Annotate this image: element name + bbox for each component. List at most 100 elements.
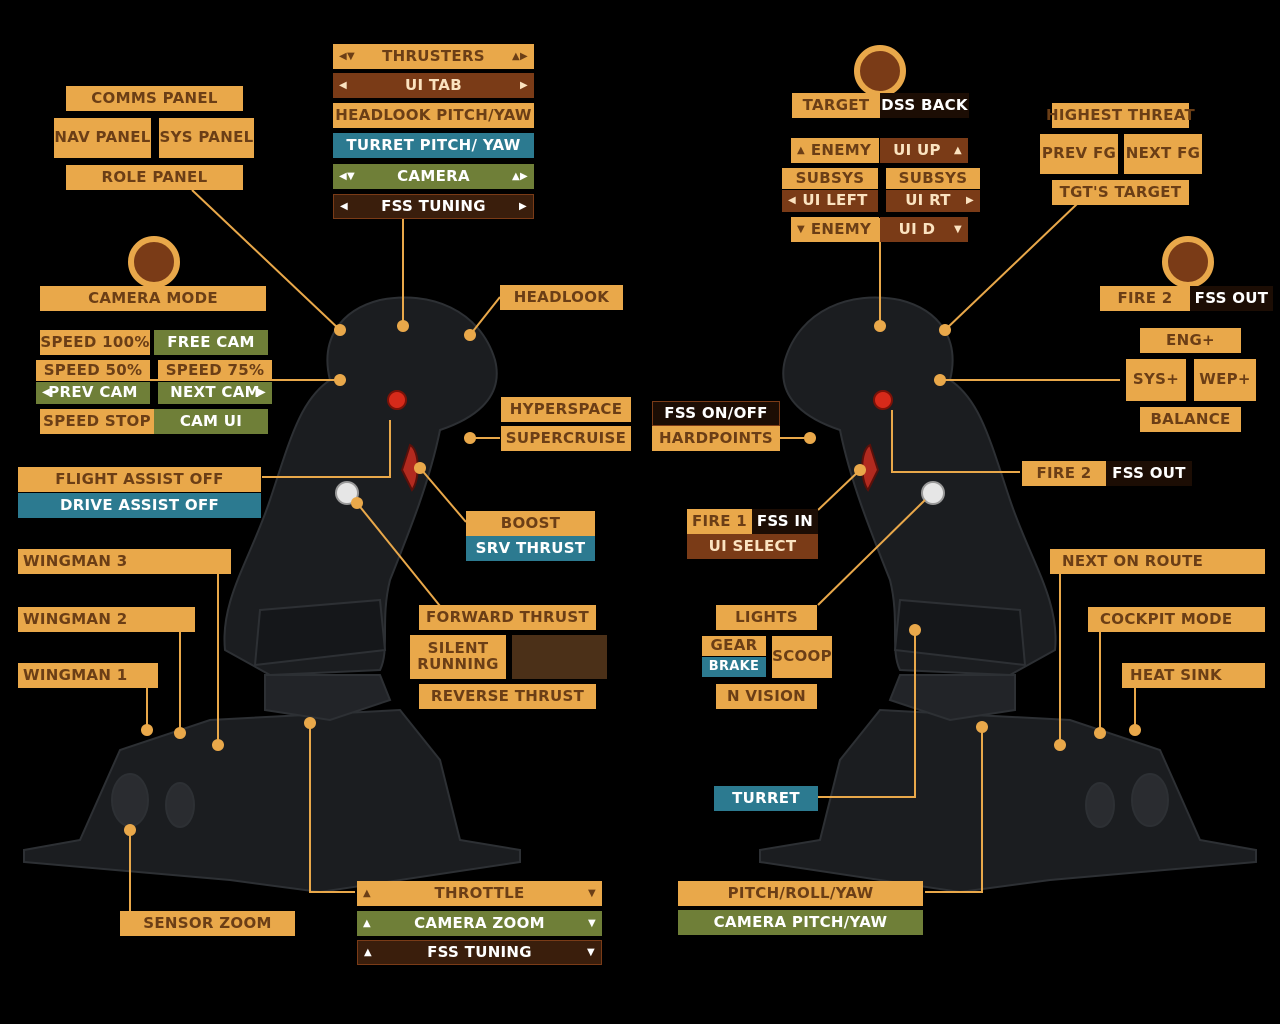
scoop-label: SCOOP xyxy=(772,636,832,678)
wingman-3-label: WINGMAN 3 xyxy=(18,549,231,574)
headlook-pitch-yaw-label: HEADLOOK PITCH/YAW xyxy=(333,103,534,128)
arrows-icon: ◀▼ xyxy=(339,50,355,62)
sys-panel-label: SYS PANEL xyxy=(159,118,254,158)
nav-panel-label: NAV PANEL xyxy=(54,118,151,158)
n-vision-label: N VISION xyxy=(716,684,817,709)
brake-label: BRAKE xyxy=(702,657,766,677)
target-label: TARGET xyxy=(792,93,880,118)
camera-text: CAMERA xyxy=(397,166,470,185)
headlook-label: HEADLOOK xyxy=(500,285,623,310)
srv-thrust-label: SRV THRUST xyxy=(466,536,595,561)
up-arrow-icon: ▲ xyxy=(363,917,371,929)
camera-label: ◀▼ CAMERA ▲▶ xyxy=(333,164,534,189)
gear-label: GEAR xyxy=(702,636,766,656)
sensor-zoom-label: SENSOR ZOOM xyxy=(120,911,295,936)
up-arrow-icon: ▲ xyxy=(954,144,962,156)
thrusters-label: ◀▼ THRUSTERS ▲▶ xyxy=(333,44,534,69)
subsys-left-label: SUBSYS xyxy=(782,168,878,189)
comms-panel-label: COMMS PANEL xyxy=(66,86,243,111)
ui-left-text: UI LEFT xyxy=(802,191,868,210)
supercruise-label: SUPERCRUISE xyxy=(501,426,631,451)
ui-rt-text: UI RT xyxy=(905,191,951,210)
enemy-down-label: ▼ ENEMY xyxy=(791,217,879,242)
hat-ring-left xyxy=(128,236,180,288)
camera-zoom-text: CAMERA ZOOM xyxy=(414,913,545,932)
balance-label: BALANCE xyxy=(1140,407,1241,432)
eng-plus-label: ENG+ xyxy=(1140,328,1241,353)
next-fg-label: NEXT FG xyxy=(1124,134,1202,174)
wingman-1-label: WINGMAN 1 xyxy=(18,663,158,688)
ui-d-label: UI D ▼ xyxy=(880,217,968,242)
fire1-label: FIRE 1 xyxy=(687,509,752,534)
right-arrow-icon: ▶ xyxy=(520,79,528,91)
up-arrow-icon: ▲ xyxy=(797,144,805,156)
right-arrow-icon: ▶ xyxy=(258,387,266,398)
ui-d-text: UI D xyxy=(898,219,936,238)
arrows-icon: ◀▼ xyxy=(339,170,355,182)
down-arrow-icon: ▼ xyxy=(588,917,596,929)
down-arrow-icon: ▼ xyxy=(797,223,805,235)
down-arrow-icon: ▼ xyxy=(587,946,595,958)
wire-lights xyxy=(817,499,926,606)
cam-ui-label: CAM UI xyxy=(154,409,268,434)
wingman-2-label: WINGMAN 2 xyxy=(18,607,195,632)
ui-left-label: ◀ UI LEFT xyxy=(782,190,878,212)
ui-select-label: UI SELECT xyxy=(687,534,818,559)
fss-in-label: FSS IN xyxy=(752,509,818,534)
next-cam-label: NEXT CAM ▶ xyxy=(158,382,272,404)
left-arrow-icon: ◀ xyxy=(340,200,348,212)
down-arrow-icon: ▼ xyxy=(954,223,962,235)
cockpit-mode-label: COCKPIT MODE xyxy=(1088,607,1265,632)
ui-up-label: UI UP ▲ xyxy=(880,138,968,163)
up-arrow-icon: ▲ xyxy=(363,887,371,899)
wire-flight-assist xyxy=(262,420,391,478)
hardpoints-label: HARDPOINTS xyxy=(652,426,780,451)
wep-plus-label: WEP+ xyxy=(1194,359,1256,401)
fss-tuning-text: FSS TUNING xyxy=(381,196,486,215)
ui-rt-label: UI RT ▶ xyxy=(886,190,980,212)
pitch-roll-yaw-label: PITCH/ROLL/YAW xyxy=(678,881,923,906)
fss-tuning-text: FSS TUNING xyxy=(427,942,532,961)
wire-fire2-mid xyxy=(891,410,1020,473)
left-arrow-icon: ◀ xyxy=(42,387,50,398)
up-arrow-icon: ▲ xyxy=(364,946,372,958)
ui-up-text: UI UP xyxy=(893,140,941,159)
right-stick-body xyxy=(759,296,1257,894)
flight-assist-off-label: FLIGHT ASSIST OFF xyxy=(18,467,261,492)
forward-thrust-label: FORWARD THRUST xyxy=(419,605,596,630)
speed-75-label: SPEED 75% xyxy=(158,360,272,381)
fire2-top-label: FIRE 2 xyxy=(1100,286,1190,311)
fss-tuning-top-label: ◀ FSS TUNING ▶ xyxy=(333,194,534,219)
wire-tgts-target xyxy=(944,203,1078,331)
left-stick-body xyxy=(23,296,521,894)
fss-out-top-label: FSS OUT xyxy=(1190,286,1273,311)
hat-ring-top-right xyxy=(854,45,906,97)
right-arrow-icon: ▶ xyxy=(519,200,527,212)
speed-50-label: SPEED 50% xyxy=(36,360,150,381)
enemy-text: ENEMY xyxy=(810,219,872,238)
wire-throttle xyxy=(309,723,355,893)
wire-turret xyxy=(818,630,916,798)
wire-headlook xyxy=(469,296,501,336)
silent-running-label: SILENT RUNNING xyxy=(410,635,506,679)
prev-fg-label: PREV FG xyxy=(1040,134,1118,174)
prev-cam-label: ◀ PREV CAM xyxy=(36,382,150,404)
hat-ring-right xyxy=(1162,236,1214,288)
wire-role-panel xyxy=(191,189,341,331)
wire-boost xyxy=(419,467,467,523)
wire-forward-thrust xyxy=(356,502,441,607)
turret-label: TURRET xyxy=(714,786,818,811)
heat-sink-label: HEAT SINK xyxy=(1122,663,1265,688)
fss-out-mid-label: FSS OUT xyxy=(1106,461,1192,486)
turret-pitch-yaw-label: TURRET PITCH/ YAW xyxy=(333,133,534,158)
fire2-mid-label: FIRE 2 xyxy=(1022,461,1106,486)
throttle-label: ▲ THROTTLE ▼ xyxy=(357,881,602,906)
enemy-up-label: ▲ ENEMY xyxy=(791,138,879,163)
throttle-text: THROTTLE xyxy=(434,883,525,902)
tgts-target-label: TGT'S TARGET xyxy=(1052,180,1189,205)
thrusters-text: THRUSTERS xyxy=(382,46,485,65)
ui-tab-text: UI TAB xyxy=(405,75,462,94)
left-arrow-icon: ◀ xyxy=(339,79,347,91)
